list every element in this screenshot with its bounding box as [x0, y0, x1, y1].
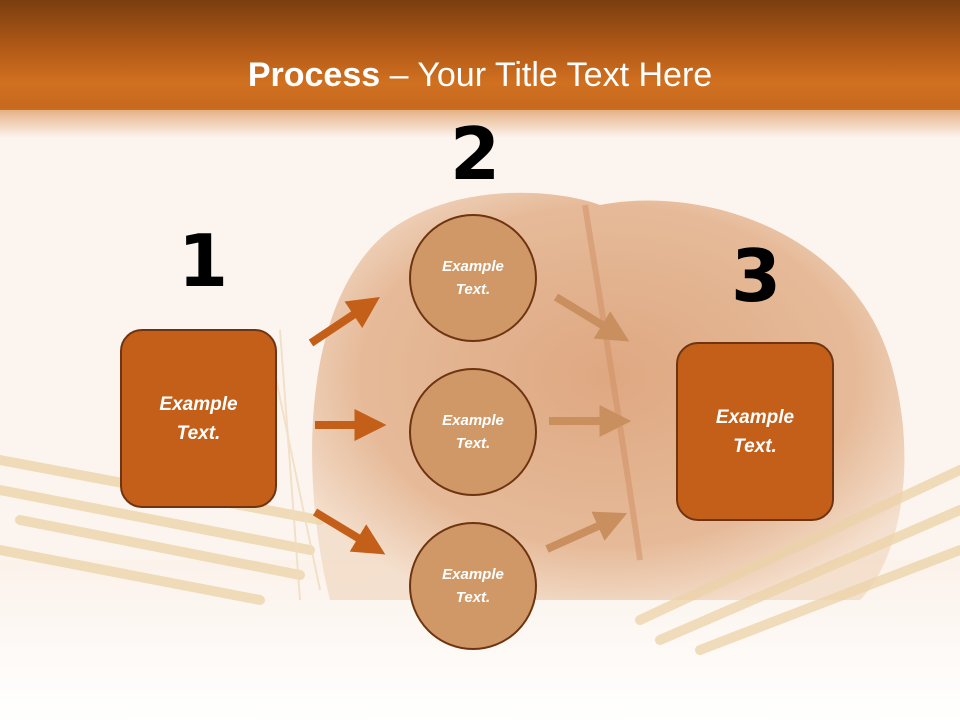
arrow-top-to-right [553, 293, 630, 342]
process-box-right[interactable]: Example Text. [676, 342, 834, 521]
title-bar-fade [0, 108, 960, 138]
arrow-left-to-top [308, 297, 380, 347]
process-box-left-text: Example Text. [159, 393, 238, 444]
process-box-right-text: Example Text. [715, 406, 795, 457]
title-rest: – Your Title Text Here [380, 56, 713, 94]
slide-title: Process – Your Title Text Here [0, 55, 960, 95]
title-bold: Process [247, 56, 381, 94]
process-circle-middle[interactable]: Example Text. [409, 368, 537, 496]
process-box-left[interactable]: Example Text. [120, 329, 277, 508]
process-circle-top[interactable]: Example Text. [409, 214, 537, 342]
process-circle-bottom-text: Example Text. [442, 566, 504, 606]
step-number-1: 1 [178, 219, 229, 303]
step-number-2: 2 [450, 112, 501, 196]
title-bar [0, 0, 960, 110]
arrow-left-to-bottom [312, 508, 386, 555]
process-circle-middle-text: Example Text. [442, 412, 504, 452]
step-number-3: 3 [731, 234, 782, 318]
arrow-bottom-to-right [545, 511, 628, 553]
process-circle-bottom[interactable]: Example Text. [409, 522, 537, 650]
process-circle-top-text: Example Text. [442, 258, 504, 298]
